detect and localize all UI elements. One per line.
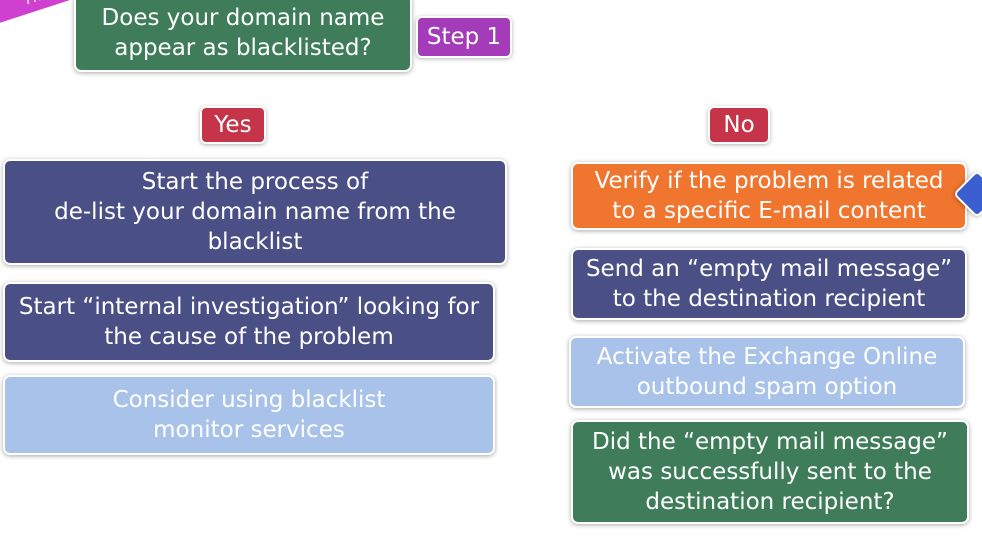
yes-step-monitor-text: Consider using blacklist monitor service… [112, 387, 386, 443]
no-step-decision-text: Did the “empty mail message” was success… [592, 429, 948, 515]
yes-step-delist: Start the process of de-list your domain… [3, 159, 507, 265]
corner-tag: nizat [0, 0, 85, 29]
yes-step-investigation: Start “internal investigation” looking f… [3, 282, 495, 362]
step-label: Step 1 [426, 24, 502, 50]
question-box: Does your domain name appear as blacklis… [74, 0, 412, 72]
question-text: Does your domain name appear as blacklis… [101, 5, 385, 61]
corner-tag-text: nizat [22, 0, 73, 9]
yes-step-delist-text: Start the process of de-list your domain… [54, 169, 456, 255]
yes-step-monitor: Consider using blacklist monitor service… [3, 375, 495, 455]
no-label: No [708, 106, 770, 144]
yes-step-investigation-text: Start “internal investigation” looking f… [18, 294, 480, 350]
no-text: No [723, 112, 755, 138]
yes-text: Yes [214, 112, 252, 138]
no-step-empty-mail: Send an “empty mail message” to the dest… [571, 248, 967, 320]
no-step-decision: Did the “empty mail message” was success… [571, 420, 969, 524]
step-badge: Step 1 [416, 16, 512, 58]
no-step-verify: Verify if the problem is related to a sp… [571, 162, 967, 230]
no-step-empty-mail-text: Send an “empty mail message” to the dest… [585, 256, 953, 312]
no-step-exchange: Activate the Exchange Online outbound sp… [569, 336, 965, 408]
no-step-exchange-text: Activate the Exchange Online outbound sp… [596, 344, 938, 400]
yes-label: Yes [200, 106, 266, 144]
no-step-verify-text: Verify if the problem is related to a sp… [594, 168, 944, 224]
